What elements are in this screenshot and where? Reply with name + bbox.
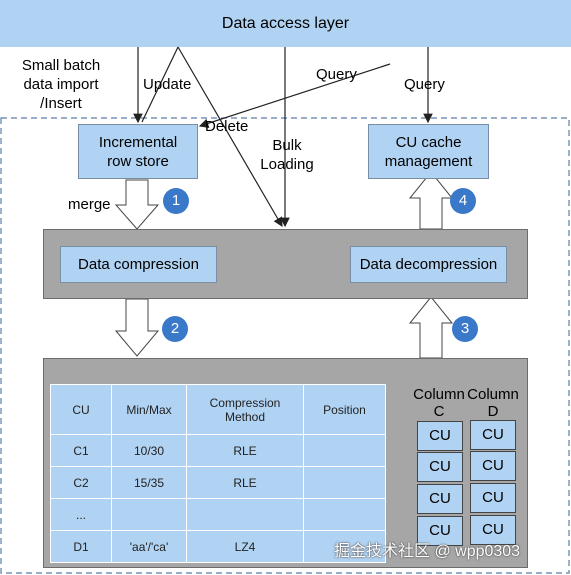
column-d-cu: CU: [470, 451, 516, 481]
table-cell: 15/35: [111, 466, 187, 499]
table-cell: ...: [50, 498, 112, 531]
table-header-compression: Compression Method: [186, 384, 304, 435]
step-badge-4: 4: [450, 188, 476, 214]
table-cell: [303, 530, 386, 563]
cu-cache-management: CU cache management: [368, 124, 489, 179]
update-label: Update: [143, 76, 192, 93]
column-c-cu: CU: [417, 421, 463, 451]
column-c-cu: CU: [417, 484, 463, 514]
data-access-layer-label: Data access layer: [221, 14, 350, 32]
column-c-cu: CU: [417, 516, 463, 546]
table-cell: [111, 498, 187, 531]
table-cell: [186, 498, 304, 531]
table-cell: RLE: [186, 466, 304, 499]
query-right-label: Query: [404, 76, 445, 93]
small-batch-label: Small batch data import /Insert: [21, 57, 101, 112]
table-cell: RLE: [186, 434, 304, 467]
table-row: C1 10/30 RLE: [50, 434, 386, 467]
table-header-position: Position: [303, 384, 386, 435]
table-row: ...: [50, 498, 386, 531]
table-cell: [303, 466, 386, 499]
cu-metadata-table: CU Min/Max Compression Method Position C…: [50, 384, 386, 563]
data-decompression-box: Data decompression: [350, 246, 507, 283]
column-c-cu: CU: [417, 452, 463, 482]
step-badge-1: 1: [163, 188, 189, 214]
step-badge-2: 2: [162, 316, 188, 342]
table-cell: C2: [50, 466, 112, 499]
delete-label: Delete: [205, 118, 249, 135]
table-cell: C1: [50, 434, 112, 467]
table-cell: 'aa'/'ca': [111, 530, 187, 563]
table-cell: [303, 498, 386, 531]
data-compression-box: Data compression: [60, 246, 217, 283]
step-badge-3: 3: [452, 316, 478, 342]
table-row: D1 'aa'/'ca' LZ4: [50, 530, 386, 563]
table-cell: 10/30: [111, 434, 187, 467]
column-d-cu: CU: [470, 515, 516, 545]
bulk-loading-label: Bulk Loading: [260, 137, 314, 173]
data-access-layer: Data access layer: [0, 0, 571, 47]
table-cell: D1: [50, 530, 112, 563]
column-d-cu: CU: [470, 483, 516, 513]
query-left-label: Query: [316, 66, 357, 83]
incremental-row-store: Incremental row store: [78, 124, 198, 179]
table-cell: [303, 434, 386, 467]
table-cell: LZ4: [186, 530, 304, 563]
merge-label: merge: [68, 196, 111, 213]
table-header-minmax: Min/Max: [111, 384, 187, 435]
watermark: 掘金技术社区 @ wpp0303: [334, 543, 521, 560]
table-header-cu: CU: [50, 384, 112, 435]
table-row: C2 15/35 RLE: [50, 466, 386, 499]
column-d-cu: CU: [470, 420, 516, 450]
table-header-row: CU Min/Max Compression Method Position: [50, 384, 386, 435]
